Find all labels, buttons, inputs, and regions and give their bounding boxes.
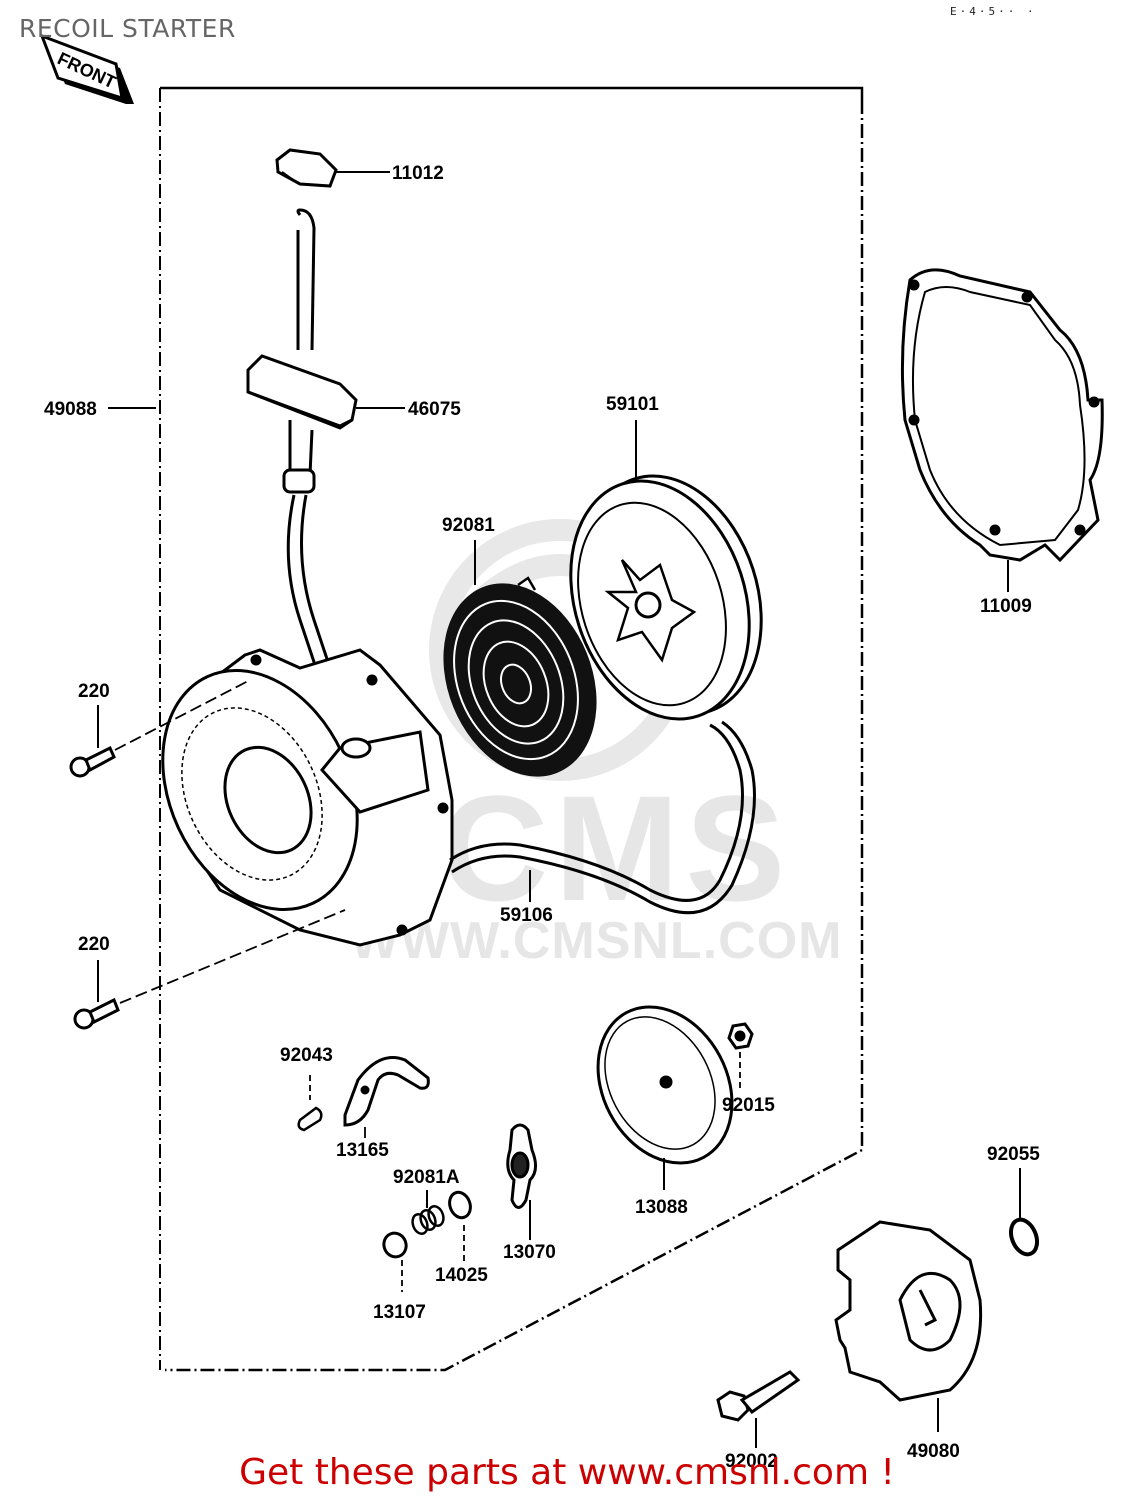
label-13070[interactable]: 13070 xyxy=(503,1242,556,1263)
part-13107-cap[interactable] xyxy=(381,1230,410,1292)
part-220-screw-lower[interactable] xyxy=(73,909,346,1030)
part-11012-knob[interactable] xyxy=(275,148,390,188)
part-92081-spring[interactable] xyxy=(416,540,624,800)
label-13165[interactable]: 13165 xyxy=(336,1140,389,1161)
label-11009[interactable]: 11009 xyxy=(980,596,1032,617)
label-92002[interactable]: 92002 xyxy=(725,1451,778,1472)
label-49080[interactable]: 49080 xyxy=(907,1441,960,1462)
part-220-screw-upper[interactable] xyxy=(69,679,251,778)
label-13088[interactable]: 13088 xyxy=(635,1197,688,1218)
page-title: RECOIL STARTER xyxy=(19,14,236,43)
watermark-logo-text: CMS xyxy=(440,764,791,932)
diagram-reference-mark: E·4·5·· · xyxy=(950,5,1037,18)
label-59101[interactable]: 59101 xyxy=(606,394,659,415)
part-92002-bolt[interactable] xyxy=(716,1370,801,1448)
part-46075-handle[interactable] xyxy=(246,208,405,494)
label-220-upper[interactable]: 220 xyxy=(78,681,110,702)
part-92081A-small-spring[interactable] xyxy=(410,1190,446,1236)
front-direction-tag: FRONT xyxy=(39,33,134,104)
part-92055-o-ring[interactable] xyxy=(1006,1168,1042,1258)
shop-link[interactable]: Get these parts at www.cmsnl.com ! xyxy=(239,1452,895,1493)
part-59101-pulley[interactable] xyxy=(541,420,790,742)
label-92081[interactable]: 92081 xyxy=(442,515,495,536)
part-14025-collar[interactable] xyxy=(446,1189,474,1262)
label-11012[interactable]: 11012 xyxy=(392,163,444,184)
label-49088[interactable]: 49088 xyxy=(44,399,97,420)
label-220-lower[interactable]: 220 xyxy=(78,934,110,955)
watermark-url: WWW.CMSNL.COM xyxy=(350,912,842,970)
part-92015-nut[interactable] xyxy=(727,1022,754,1090)
part-13088-disc-plate[interactable] xyxy=(572,983,758,1190)
label-92015[interactable]: 92015 xyxy=(722,1095,775,1116)
part-13165-ratchet[interactable] xyxy=(343,1056,430,1139)
label-46075[interactable]: 46075 xyxy=(408,399,461,420)
label-92081A[interactable]: 92081A xyxy=(393,1167,460,1188)
part-13070-plate[interactable] xyxy=(506,1123,537,1240)
part-49088-housing[interactable] xyxy=(126,639,454,947)
part-59106-rope[interactable] xyxy=(449,720,756,915)
label-13107[interactable]: 13107 xyxy=(373,1302,426,1323)
part-49080-starter-cup[interactable] xyxy=(834,1220,983,1432)
part-92043-pin[interactable] xyxy=(297,1075,323,1132)
assembly-boundary xyxy=(159,86,864,1372)
label-59106[interactable]: 59106 xyxy=(500,905,553,926)
label-92055[interactable]: 92055 xyxy=(987,1144,1040,1165)
label-14025[interactable]: 14025 xyxy=(435,1265,488,1286)
part-11009-gasket[interactable] xyxy=(900,268,1104,592)
label-92043[interactable]: 92043 xyxy=(280,1045,333,1066)
part-labels: 11012 49088 46075 59101 92081 11009 220 … xyxy=(44,163,1040,1472)
